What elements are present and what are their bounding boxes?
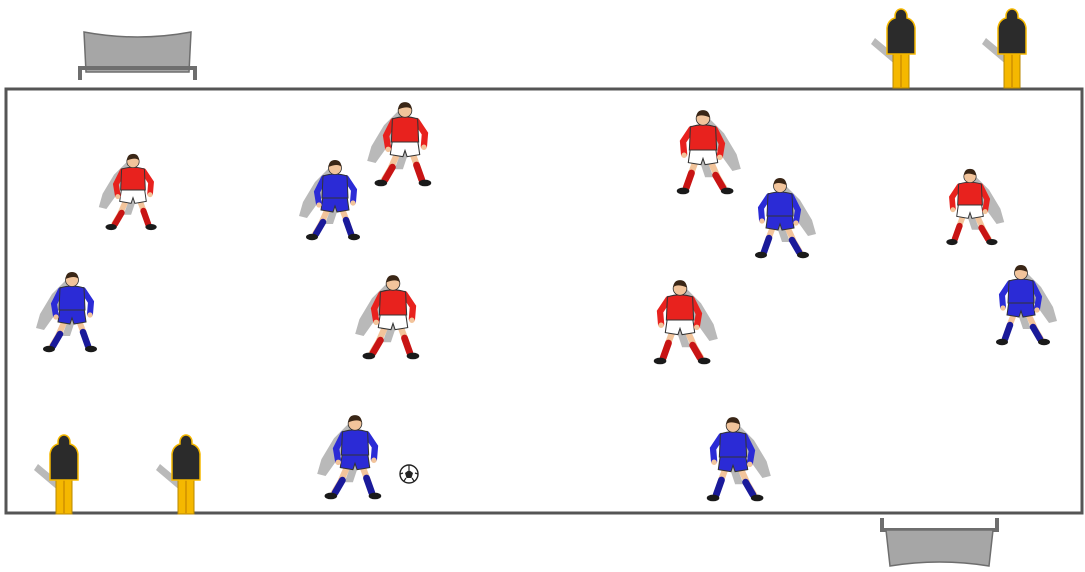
player-shirt xyxy=(322,174,348,198)
player-shirt xyxy=(1008,279,1034,303)
player-socks xyxy=(1033,327,1040,339)
player-socks xyxy=(792,240,799,252)
red-player-1 xyxy=(99,154,157,230)
blue-player-9 xyxy=(36,272,97,352)
mannequin-top-1 xyxy=(871,9,915,88)
player-boot xyxy=(1038,339,1050,345)
blue-player-11 xyxy=(317,415,381,499)
blue-player-10 xyxy=(996,265,1057,345)
red-player-6 xyxy=(654,280,718,364)
pitch-boundary xyxy=(6,89,1082,513)
blue-player-12 xyxy=(707,417,771,501)
player-boot xyxy=(105,224,116,230)
goal-top-left xyxy=(80,32,195,80)
player-boot xyxy=(325,493,338,500)
player-shirt xyxy=(379,290,406,315)
red-player-5 xyxy=(355,275,419,359)
mannequin-body xyxy=(50,435,78,480)
red-player-2 xyxy=(367,102,431,186)
player-socks xyxy=(115,213,122,224)
red-player-3 xyxy=(677,110,741,194)
red-player-4 xyxy=(946,169,1004,245)
mannequin-body xyxy=(998,9,1026,54)
goal-frame xyxy=(882,518,997,530)
player-boot xyxy=(797,252,809,258)
blue-player-7 xyxy=(299,160,360,240)
player-socks xyxy=(316,222,323,234)
player-boot xyxy=(375,180,388,187)
player-shirt xyxy=(391,117,418,142)
player-socks xyxy=(746,482,753,495)
goal-net xyxy=(886,530,993,566)
player-socks xyxy=(693,345,700,358)
player-socks xyxy=(53,334,60,346)
player-boot xyxy=(698,358,711,365)
mannequin-bottom-1 xyxy=(34,435,78,514)
player-shirt xyxy=(341,430,368,455)
player-boot xyxy=(721,188,734,195)
player-shirt xyxy=(666,295,693,320)
mannequin-body xyxy=(887,9,915,54)
player-socks xyxy=(385,167,392,180)
player-shirt xyxy=(767,192,793,216)
player-socks xyxy=(716,175,723,188)
player-shirt xyxy=(689,125,716,150)
player-shirt xyxy=(958,182,983,205)
player-shirt xyxy=(121,167,146,190)
mannequin-top-2 xyxy=(982,9,1026,88)
goal-bottom-right xyxy=(882,518,997,566)
player-boot xyxy=(363,353,376,360)
blue-player-8 xyxy=(755,178,816,258)
player-shirt xyxy=(59,286,85,310)
player-socks xyxy=(981,228,988,239)
player-socks xyxy=(373,340,380,353)
player-boot xyxy=(751,495,764,502)
goal-frame xyxy=(80,68,195,80)
player-socks xyxy=(335,480,342,493)
player-boot xyxy=(43,346,55,352)
soccer-ball xyxy=(400,465,418,483)
player-shirt xyxy=(719,432,746,457)
mannequin-body xyxy=(172,435,200,480)
mannequin-bottom-2 xyxy=(156,435,200,514)
player-boot xyxy=(306,234,318,240)
player-boot xyxy=(986,239,997,245)
